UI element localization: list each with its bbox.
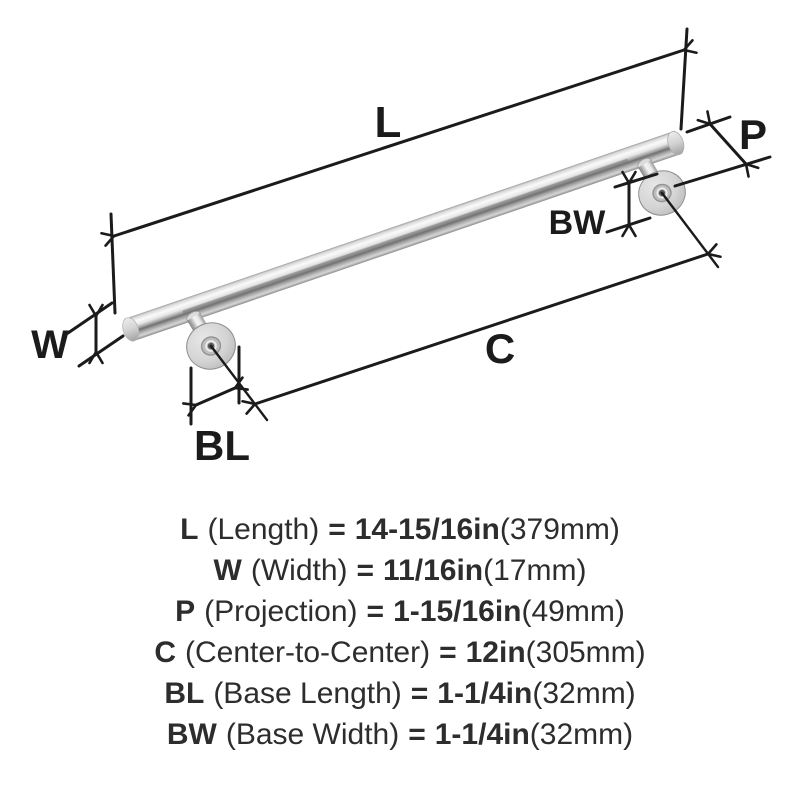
- label-width: W: [31, 323, 69, 367]
- label-base-width: BW: [549, 204, 607, 242]
- label-base-length: BL: [194, 422, 250, 469]
- dimension-base-length: BL: [182, 345, 250, 469]
- dimension-base-width: BW: [549, 170, 659, 242]
- dimension-length: L: [100, 27, 698, 315]
- label-center-to-center: C: [485, 325, 515, 372]
- spec-line-projection: P(Projection)=1-15/16in(49mm): [175, 595, 625, 628]
- spec-line-base-length: BL(Base Length)=1-1/4in(32mm): [164, 677, 636, 710]
- dimension-width: W: [31, 301, 125, 368]
- spec-line-length: L(Length)=14-15/16in(379mm): [180, 513, 620, 546]
- spec-list: L(Length)=14-15/16in(379mm) W(Width)=11/…: [0, 509, 800, 755]
- label-projection: P: [739, 111, 767, 158]
- bar-left-end-cap: [122, 317, 140, 342]
- label-length: L: [375, 98, 402, 147]
- dimension-projection: P: [673, 110, 772, 188]
- right-post: [637, 157, 686, 216]
- spec-line-base-width: BW(Base Width)=1-1/4in(32mm): [166, 718, 634, 751]
- bar-pull-diagram: L W P BW C: [31, 27, 772, 469]
- left-post: [186, 310, 236, 370]
- spec-line-center-to-center: C(Center-to-Center)=12in(305mm): [154, 636, 646, 669]
- spec-line-width: W(Width)=11/16in(17mm): [213, 554, 587, 587]
